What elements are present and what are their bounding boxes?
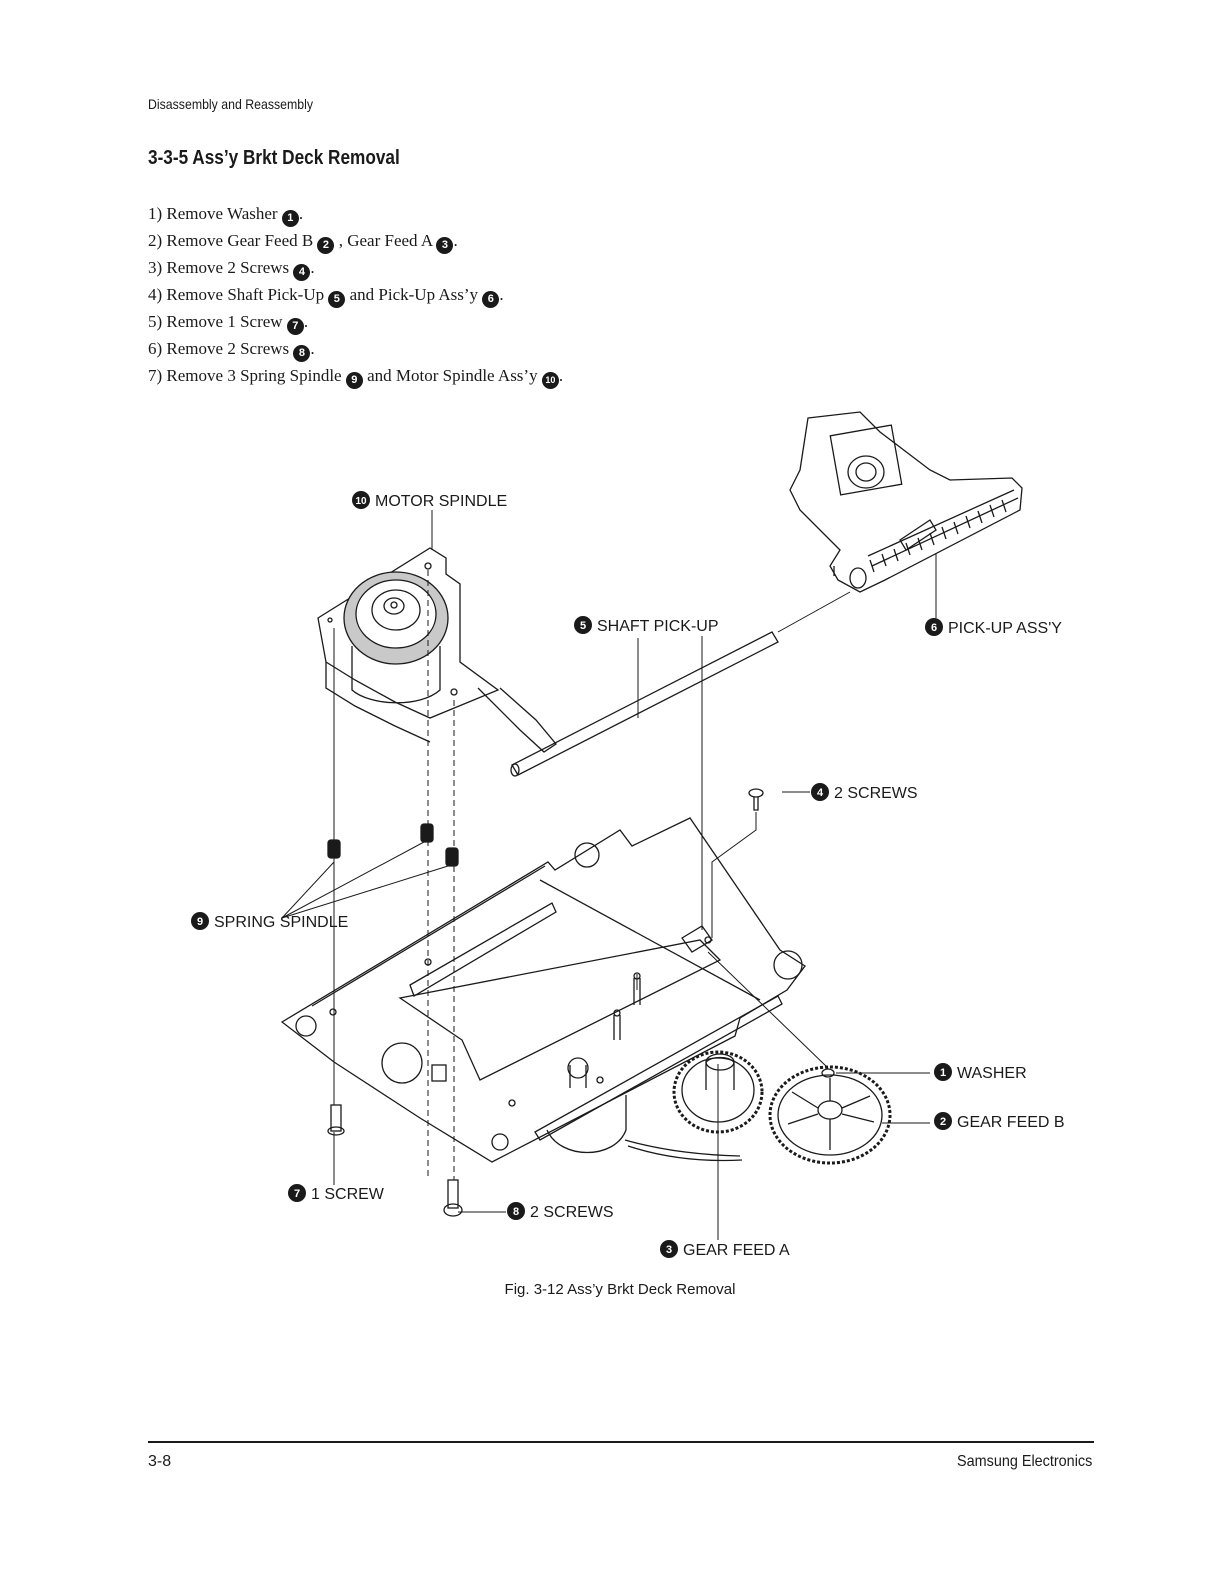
svg-text:PICK-UP ASS'Y: PICK-UP ASS'Y [948,620,1062,637]
svg-text:1: 1 [940,1067,946,1079]
svg-text:SHAFT PICK-UP: SHAFT PICK-UP [597,618,719,635]
svg-text:2 SCREWS: 2 SCREWS [530,1204,614,1221]
pickup-assembly [789,411,1023,593]
callout-2-screws-bottom: 8 2 SCREWS [507,1202,614,1221]
callout-number-badge: 1 [281,210,299,227]
svg-text:3: 3 [666,1244,672,1256]
steps-list: 1) Remove Washer 1. 2) Remove Gear Feed … [148,200,563,389]
callout-number-badge: 3 [436,237,454,254]
svg-text:8: 8 [513,1206,519,1218]
step-item: 4) Remove Shaft Pick-Up 5 and Pick-Up As… [148,281,563,308]
svg-text:5: 5 [580,620,586,632]
callout-shaft-pickup: 5 SHAFT PICK-UP [574,616,719,635]
step-item: 2) Remove Gear Feed B 2 , Gear Feed A 3. [148,227,563,254]
callout-number-badge: 10 [541,372,559,389]
callout-1-screw: 7 1 SCREW [288,1184,385,1203]
spring-spindle-springs [327,823,459,867]
step-item: 6) Remove 2 Screws 8. [148,335,563,362]
screws [327,788,764,1217]
motor-spindle-assembly [317,547,557,753]
svg-text:MOTOR SPINDLE: MOTOR SPINDLE [375,493,507,510]
svg-text:4: 4 [817,787,824,799]
callout-spring-spindle: 9 SPRING SPINDLE [191,912,348,931]
gear-feed-b [768,1065,892,1165]
svg-text:SPRING SPINDLE: SPRING SPINDLE [214,914,348,931]
washer [821,1068,835,1078]
step-item: 1) Remove Washer 1. [148,200,563,227]
deck-base-plate [280,817,806,1163]
figure-caption: Fig. 3-12 Ass’y Brkt Deck Removal [504,1281,736,1298]
callout-number-badge: 5 [328,291,346,308]
svg-text:1 SCREW: 1 SCREW [311,1186,385,1203]
svg-text:GEAR FEED B: GEAR FEED B [957,1114,1065,1131]
page-header: Disassembly and Reassembly [148,96,314,112]
callout-motor-spindle: 10 MOTOR SPINDLE [352,491,507,510]
callout-number-badge: 4 [293,264,311,281]
svg-text:7: 7 [294,1188,300,1200]
svg-text:10: 10 [355,496,367,507]
section-title: 3-3-5 Ass’y Brkt Deck Removal [148,147,400,169]
svg-text:6: 6 [931,622,937,634]
svg-text:2 SCREWS: 2 SCREWS [834,785,918,802]
svg-text:9: 9 [197,916,203,928]
callout-gear-feed-a: 3 GEAR FEED A [660,1240,790,1259]
step-item: 3) Remove 2 Screws 4. [148,254,563,281]
callout-number-badge: 2 [317,237,335,254]
callout-number-badge: 9 [345,372,363,389]
page-number: 3-8 [148,1453,172,1470]
step-item: 7) Remove 3 Spring Spindle 9 and Motor S… [148,362,563,389]
svg-text:WASHER: WASHER [957,1065,1027,1082]
callout-pickup-assy: 6 PICK-UP ASS'Y [925,618,1062,637]
callout-number-badge: 7 [286,318,304,335]
callout-2-screws-top: 4 2 SCREWS [811,783,918,802]
callout-number-badge: 6 [482,291,500,308]
svg-text:2: 2 [940,1116,946,1128]
company-name: Samsung Electronics [956,1453,1092,1470]
callout-gear-feed-b: 2 GEAR FEED B [934,1112,1065,1131]
shaft-pickup [510,631,779,777]
svg-text:GEAR FEED A: GEAR FEED A [683,1242,790,1259]
exploded-view-diagram: 10 MOTOR SPINDLE 5 SHAFT PICK-UP 6 PICK-… [191,411,1065,1259]
step-item: 5) Remove 1 Screw 7. [148,308,563,335]
callout-washer: 1 WASHER [934,1063,1027,1082]
callout-number-badge: 8 [293,345,311,362]
leader-lines [281,510,937,1240]
footer-divider [148,1441,1094,1443]
